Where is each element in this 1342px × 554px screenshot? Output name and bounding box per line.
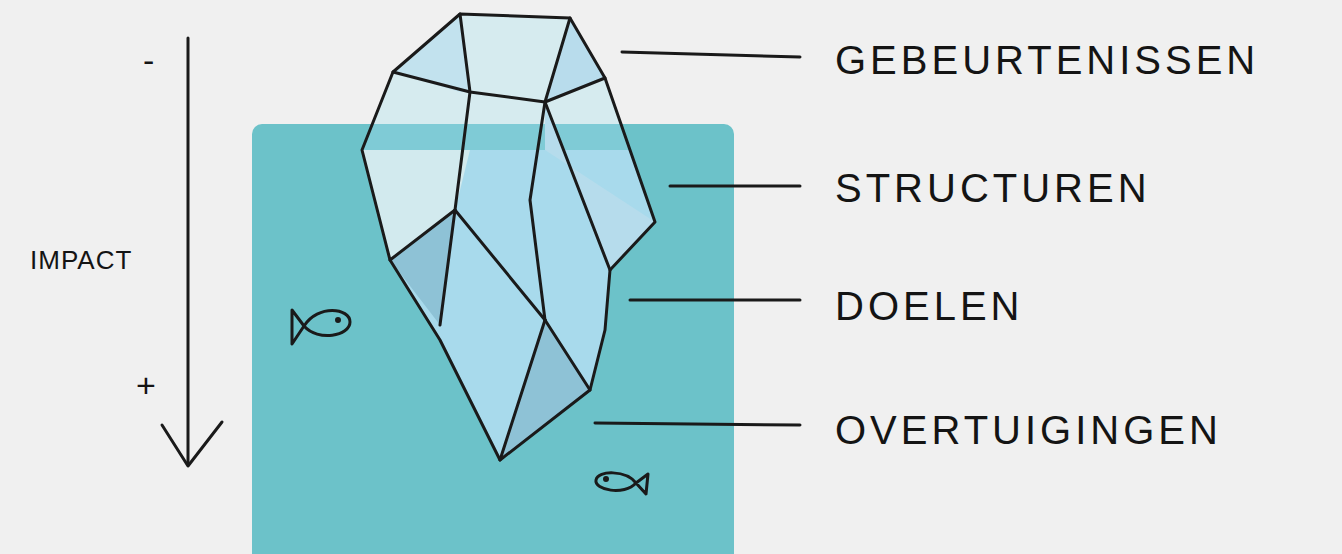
layer-label: DOELEN <box>835 286 1024 326</box>
leader-line <box>595 52 800 425</box>
axis-label: IMPACT <box>30 247 132 273</box>
scale-minus: - <box>143 43 154 77</box>
layer-label: GEBEURTENISSEN <box>835 40 1259 80</box>
scale-plus: + <box>136 368 156 402</box>
impact-arrow <box>162 38 222 466</box>
layer-label: OVERTUIGINGEN <box>835 410 1222 450</box>
layer-label: STRUCTUREN <box>835 168 1151 208</box>
fish <box>292 310 648 494</box>
